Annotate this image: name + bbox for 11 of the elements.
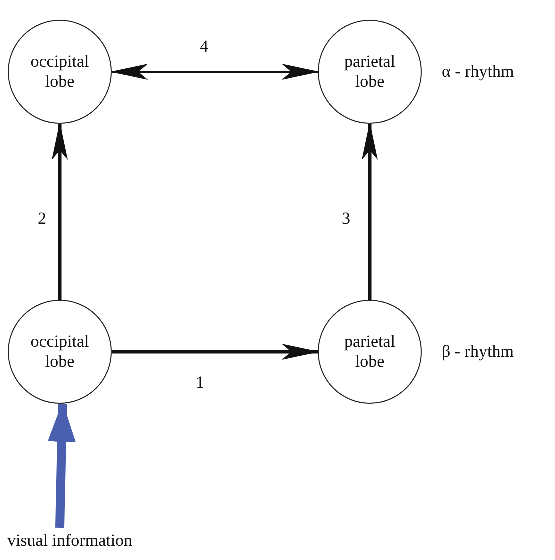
- rhythm-label: β - rhythm: [442, 342, 514, 362]
- arrow: [362, 122, 378, 300]
- arrow: [112, 344, 320, 360]
- node-label: parietal lobe: [344, 52, 396, 92]
- node-label: occipital lobe: [30, 52, 90, 92]
- input-label: visual information: [7, 531, 133, 551]
- arrow: [110, 64, 320, 80]
- arrow: [52, 122, 68, 300]
- node-label: occipital lobe: [30, 332, 90, 372]
- rhythm-label: α - rhythm: [442, 62, 514, 82]
- node-label: parietal lobe: [344, 332, 396, 372]
